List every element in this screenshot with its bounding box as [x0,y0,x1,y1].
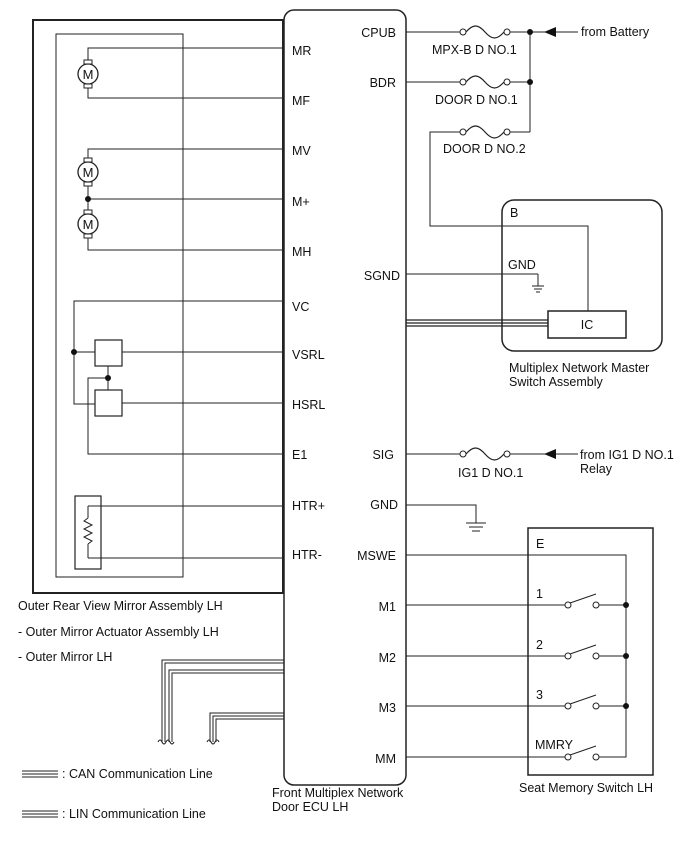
from-ig1-label-2: Relay [580,462,613,476]
can-bus-lines [157,659,284,745]
ecu-name-line1: Front Multiplex Network [272,786,404,800]
seat-memory-switch-name: Seat Memory Switch LH [519,781,653,795]
ecu-to-ic-bus [406,319,548,327]
outer-rear-view-mirror-box [32,19,284,594]
master-switch-name-2: Switch Assembly [509,375,604,389]
pin-e1: E1 [292,448,307,462]
pin-mplus: M+ [292,195,310,209]
fuse-door2 [459,125,511,139]
legend-lin-label: : LIN Communication Line [62,807,206,821]
mirror-heater [74,495,284,570]
pin-mm: MM [375,752,396,766]
ecu-name-line2: Door ECU LH [272,800,348,814]
switch-mmry-label: MMRY [535,738,574,752]
fuse-door2-label: DOOR D NO.2 [443,142,526,156]
motor-label-2: M [83,165,94,180]
sig-wiring [406,449,578,459]
seat-switch-connector: E [536,537,544,551]
motor-mr-mf: M [77,59,99,89]
lin-bus-lines [206,712,284,745]
pin-mv: MV [292,144,311,158]
pin-mh: MH [292,245,311,259]
power-supply-wiring [406,27,589,312]
motor-mh: M [77,209,99,239]
switch-mmry [564,745,600,761]
pin-bdr: BDR [370,76,396,90]
outer-mirror-actuator-box [55,33,184,578]
pin-vsrl: VSRL [292,348,325,362]
pin-htr-minus: HTR- [292,548,322,562]
switch-1-label: 1 [536,587,543,601]
hsrl-sensor [94,389,123,417]
pin-gnd: GND [370,498,398,512]
master-switch-name-1: Multiplex Network Master [509,361,649,375]
motor-label-1: M [83,67,94,82]
switch-3 [564,694,600,710]
legend-lin-symbol [22,810,58,818]
ecu-left-pins: MR MF MV M+ MH VC VSRL HSRL E1 HTR+ HTR- [292,44,325,562]
motor-label-3: M [83,217,94,232]
ic-label: IC [581,318,594,332]
switch-2-label: 2 [536,638,543,652]
fuse-door1-label: DOOR D NO.1 [435,93,518,107]
mirror-actuator-label: - Outer Mirror Actuator Assembly LH [18,625,219,639]
pin-cpub: CPUB [361,26,396,40]
pin-sig: SIG [372,448,394,462]
switch-3-label: 3 [536,688,543,702]
pin-mf: MF [292,94,310,108]
ecu-ground [406,504,486,532]
legend-can-label: : CAN Communication Line [62,767,213,781]
seat-switch-wiring [406,554,629,758]
motor-mv: M [77,157,99,187]
fuse-ig1 [459,447,511,461]
master-switch-ground [406,273,544,293]
master-switch-connector: B [510,206,518,220]
from-ig1-label-1: from IG1 D NO.1 [580,448,674,462]
master-switch-gnd-label: GND [508,258,536,272]
pin-mswe: MSWE [357,549,396,563]
front-multiplex-door-ecu-box [283,9,407,786]
ic-block [547,310,627,339]
pin-vc: VC [292,300,309,314]
switch-1 [564,593,600,609]
fuse-mpx [459,25,511,39]
switch-2 [564,644,600,660]
mirror-assembly-label: Outer Rear View Mirror Assembly LH [18,599,223,613]
from-battery-label: from Battery [581,25,650,39]
pin-mr: MR [292,44,311,58]
fuse-ig1-label: IG1 D NO.1 [458,466,523,480]
master-switch-box [501,199,663,352]
pin-sgnd: SGND [364,269,400,283]
pin-m3: M3 [379,701,396,715]
pin-htr-plus: HTR+ [292,499,325,513]
seat-memory-switch-box [527,527,654,776]
outer-mirror-label: - Outer Mirror LH [18,650,112,664]
ecu-right-pins: CPUB BDR SGND SIG GND MSWE M1 M2 M3 MM [357,26,400,766]
legend-can-symbol [22,770,58,778]
pin-hsrl: HSRL [292,398,325,412]
position-sensor-wiring [71,300,284,455]
fuse-door1 [459,75,511,89]
vsrl-sensor [94,339,123,367]
pin-m2: M2 [379,651,396,665]
mirror-motor-wiring [85,47,284,251]
pin-m1: M1 [379,600,396,614]
fuse-mpx-label: MPX-B D NO.1 [432,43,517,57]
